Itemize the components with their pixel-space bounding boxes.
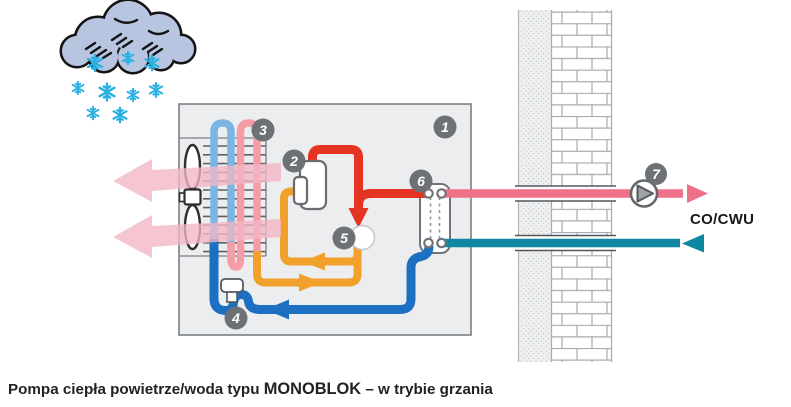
coil-blue-tube xyxy=(210,119,235,249)
marker-7: 7 xyxy=(645,163,667,185)
wall xyxy=(515,10,616,362)
caption-emphasis: MONOBLOK xyxy=(263,380,362,398)
marker-4: 4 xyxy=(224,306,248,330)
plate-heat-exchanger-detail xyxy=(423,188,447,249)
svg-text:2: 2 xyxy=(289,153,298,169)
svg-text:4: 4 xyxy=(231,310,240,326)
air-flow-arrow-top xyxy=(113,159,281,202)
co-cwu-label: CO/CWU xyxy=(690,211,754,228)
return-arrow xyxy=(682,234,704,253)
svg-text:3: 3 xyxy=(259,122,267,138)
snow-cloud-icon xyxy=(59,0,197,75)
return-pipe xyxy=(441,234,704,253)
marker-6: 6 xyxy=(409,169,433,193)
marker-3: 3 xyxy=(251,118,275,142)
svg-text:5: 5 xyxy=(340,230,348,246)
svg-text:1: 1 xyxy=(441,119,449,135)
coil-red-tube-bottom xyxy=(227,242,245,271)
orange-right-arrow xyxy=(299,273,322,292)
suction-pipe-orange xyxy=(253,187,362,292)
numbered-markers: 1 2 3 4 5 6 7 xyxy=(224,115,667,330)
discharge-pipe-red xyxy=(308,145,427,228)
plate-heat-exchanger xyxy=(419,183,451,254)
marker-2: 2 xyxy=(282,149,306,173)
svg-text:6: 6 xyxy=(417,173,425,189)
marker-5: 5 xyxy=(332,226,356,250)
air-flow-arrows xyxy=(113,159,281,258)
circulation-pump-icon xyxy=(629,179,659,208)
red-down-arrow xyxy=(348,208,369,228)
marker-1: 1 xyxy=(433,115,457,139)
caption-prefix: Pompa ciepła powietrze/woda typu xyxy=(8,381,260,398)
blue-left-arrow xyxy=(265,299,289,320)
orange-left-arrow xyxy=(302,252,325,271)
expansion-valve xyxy=(220,278,244,303)
compressor xyxy=(292,159,328,211)
caption-suffix: – w trybie grzania xyxy=(365,381,493,398)
diagram-caption: Pompa ciepła powietrze/woda typu MONOBLO… xyxy=(8,380,768,399)
supply-arrow xyxy=(687,184,708,203)
svg-text:7: 7 xyxy=(652,166,661,182)
air-flow-arrow-bottom xyxy=(113,215,281,258)
